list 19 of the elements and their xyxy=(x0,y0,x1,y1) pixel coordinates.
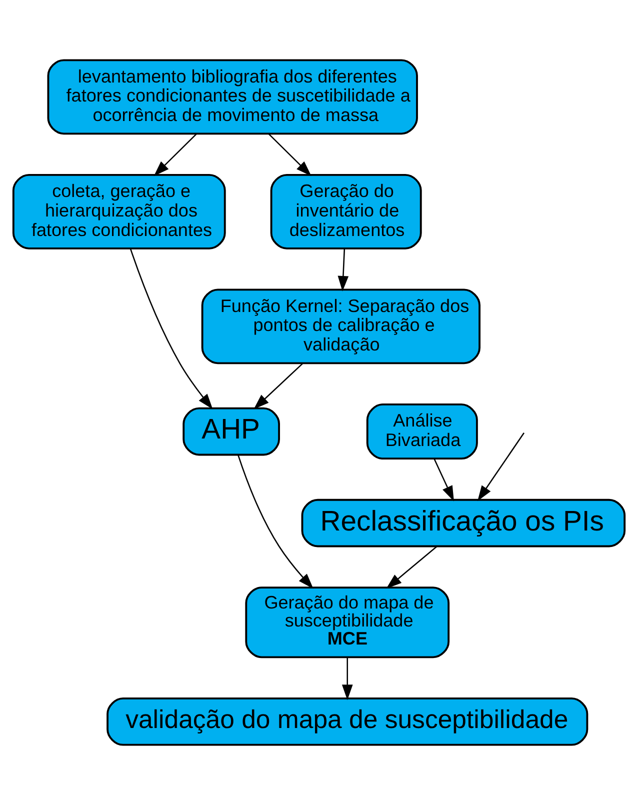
node-box: levantamento bibliografia dos diferentes fatores condicionantes de suscetibilidade a ocorrência de movimento de massa xyxy=(47,59,418,135)
arrow xyxy=(434,458,454,502)
node-box: Função Kernel: Separação dos pontos de calibração e validação xyxy=(201,288,480,364)
node-box: AHP xyxy=(182,407,280,456)
arrow xyxy=(342,657,353,700)
arrow xyxy=(154,133,198,176)
node-box: Geração do mapa de susceptibilidade MCE xyxy=(245,586,450,658)
node-box: Reclassificação os PIs xyxy=(301,498,626,548)
node-box: validação do mapa de susceptibilidade xyxy=(106,697,588,746)
arrow xyxy=(130,248,213,410)
arrow xyxy=(478,432,525,502)
arrow xyxy=(237,454,314,589)
node-box: Análise Bivariada xyxy=(366,403,478,460)
arrow xyxy=(386,546,438,589)
arrow xyxy=(268,133,312,176)
arrow xyxy=(338,248,349,292)
arrow xyxy=(254,363,304,410)
node-box: Geração do inventário de deslizamentos xyxy=(270,174,422,250)
node-box: coleta, geração e hierarquização dos fatores condicionantes xyxy=(12,174,226,250)
